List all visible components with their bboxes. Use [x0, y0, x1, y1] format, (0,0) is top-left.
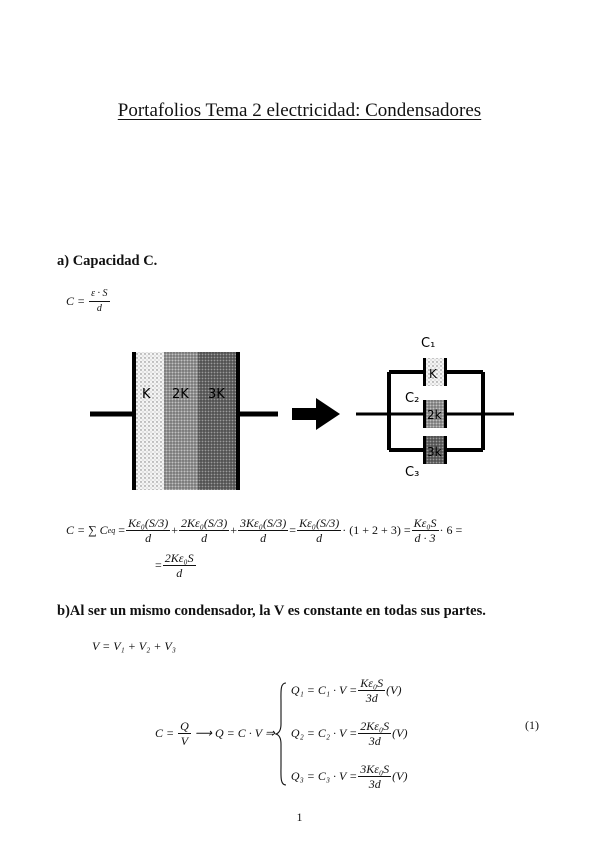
page-number: 1 [296, 810, 303, 824]
system-line: Q₂ = C₂ · V = 2Kε₀S 3d (V) [290, 719, 408, 748]
left-brace-icon [274, 681, 287, 786]
slab-label: 3K [208, 387, 225, 402]
cap-dielectric-label: 3k [427, 445, 442, 459]
fraction: Kε₀(S/3) d [297, 516, 342, 545]
equivalent-circuit: C₁ C₂ C₃ K 2k 3k [356, 336, 514, 480]
fraction: 3Kε₀S 3d [358, 762, 392, 791]
voltage-equation: V = V₁ + V₂ + V₃ [92, 639, 176, 653]
fraction: 2Kε₀S 3d [358, 719, 392, 748]
dielectric-slab-3k [198, 352, 236, 490]
equation-number: (1) [525, 718, 539, 732]
capacitance-formula: C = ε · S d [66, 288, 110, 314]
cap-label: C₃ [405, 465, 419, 480]
slab-label: 2K [172, 387, 189, 402]
system-lines: Q₁ = C₁ · V = Kε₀S 3d (V) Q₂ = C₂ · V = … [291, 676, 408, 791]
cap-dielectric-label: K [429, 367, 438, 381]
fraction: Kε₀(S/3) d [126, 516, 171, 545]
dielectric-slab-2k [164, 352, 198, 490]
slab-label: K [142, 387, 151, 402]
arrow-icon [292, 398, 340, 430]
fraction: 2Kε₀(S/3) d [179, 516, 230, 545]
fraction: 3Kε₀(S/3) d [238, 516, 289, 545]
fraction: ε · S d [89, 288, 110, 314]
fraction: Q V [178, 719, 191, 748]
parallel-plate-capacitor: K 2K 3K [90, 352, 278, 490]
system-line: Q₃ = C₃ · V = 3Kε₀S 3d (V) [290, 762, 408, 791]
system-line: Q₁ = C₁ · V = Kε₀S 3d (V) [290, 676, 402, 705]
dielectric-slab-k [136, 352, 164, 490]
fraction: 2Kε₀S d [162, 551, 196, 580]
equation-system: Q₁ = C₁ · V = Kε₀S 3d (V) Q₂ = C₂ · V = … [274, 676, 408, 791]
section-a-heading: a) Capacidad C. [57, 253, 158, 269]
fraction: Kε₀S d · 3 [411, 516, 439, 545]
sum-equation-result: = 2Kε₀S d [155, 551, 196, 580]
page-title: Portafolios Tema 2 electricidad: Condens… [117, 100, 482, 121]
cap-label: C₂ [405, 391, 419, 406]
charge-system: C = Q V ⟶ Q = C · V ⇒ Q₁ = C₁ · V = Kε₀S… [155, 676, 408, 791]
fraction: Kε₀S 3d [358, 676, 386, 705]
capacitor-figure: K 2K 3K C₁ C₂ C₃ K 2k [90, 336, 514, 490]
cap-label: C₁ [421, 336, 435, 351]
section-b-heading: b)Al ser un mismo condensador, la V es c… [57, 603, 486, 619]
cap-dielectric-label: 2k [427, 408, 442, 422]
